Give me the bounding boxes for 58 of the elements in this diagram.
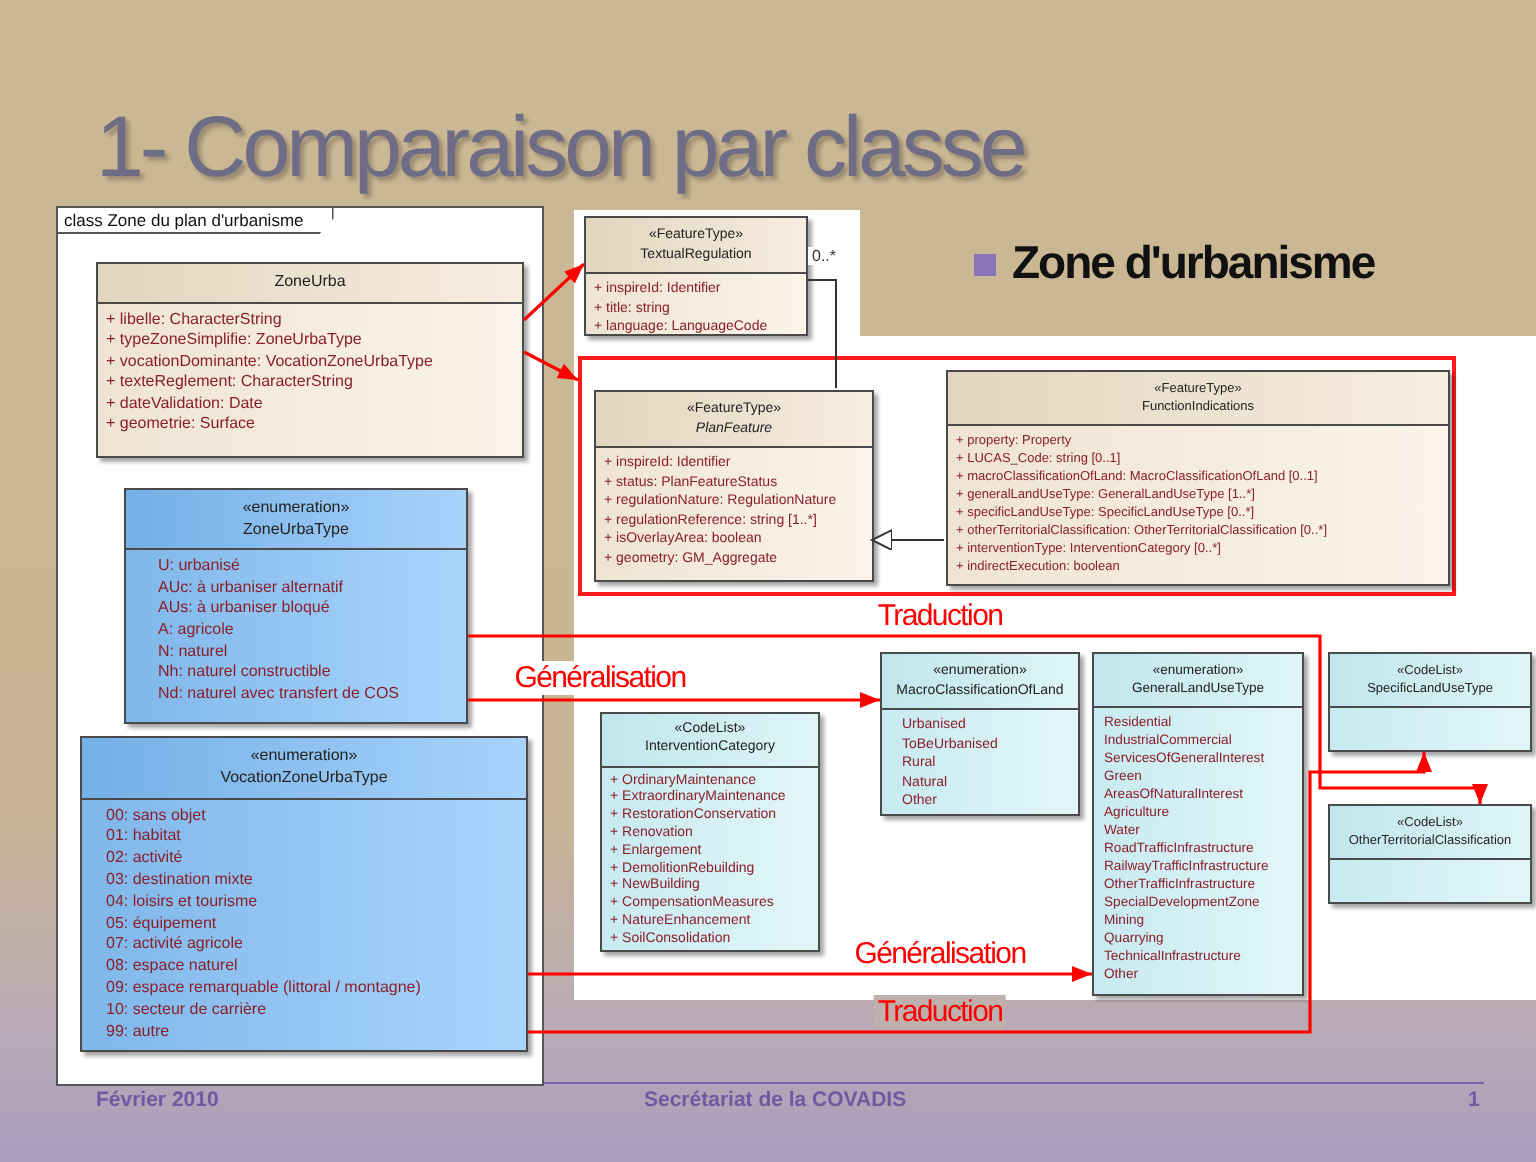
class-box [594, 390, 874, 582]
attribute-text: 09: espace remarquable (littoral / montagne) [106, 977, 423, 1000]
attribute-text: + dateValidation: Date [106, 393, 265, 414]
attribute-text: 00: sans objet [106, 805, 208, 827]
attribute-text: N: naturel [158, 641, 230, 663]
edge-label: 0..* [808, 247, 840, 265]
attribute-text: 03: destination mixte [106, 869, 255, 892]
attribute-text: U: urbanisé [158, 556, 242, 578]
attribute-text: 05: équipement [106, 913, 219, 935]
class-box [1092, 652, 1304, 996]
attribute-text: + libelle: CharacterString [106, 309, 284, 330]
attribute-text: + geometrie: Surface [106, 414, 257, 435]
attribute-text: 08: espace naturel [106, 956, 240, 978]
arrow [871, 529, 945, 551]
attribute-text: + vocationDominante: VocationZoneUrbaType [106, 351, 435, 372]
class-box [96, 262, 524, 458]
highlight-frame [578, 356, 1456, 596]
stereotype-label: «enumeration» [240, 498, 352, 520]
class-name: ZoneUrbaType [241, 519, 351, 541]
footer-text: 1 [1468, 1088, 1480, 1112]
stereotype-label: «enumeration» [248, 746, 360, 768]
class-box [1328, 652, 1532, 752]
attribute-text: 07: activité agricole [106, 934, 245, 957]
attribute-text: Nh: naturel constructible [158, 662, 333, 684]
class-box [124, 488, 468, 724]
connector-line [807, 279, 837, 389]
attribute-text: 10: secteur de carrière [106, 999, 269, 1022]
edge-label: Traduction [873, 995, 1007, 1029]
arrow [522, 262, 586, 322]
class-name: ZoneUrba [272, 272, 348, 293]
attribute-text: A: agricole [158, 619, 236, 642]
slide-title: 1- Comparaison par classe [96, 100, 1024, 198]
attribute-text: 01: habitat [106, 826, 183, 849]
attribute-text: + texteReglement: CharacterString [106, 372, 355, 393]
attribute-text: 04: loisirs et tourisme [106, 891, 260, 914]
class-name: VocationZoneUrbaType [218, 767, 390, 790]
attribute-text: AUs: à urbaniser bloqué [158, 598, 332, 620]
footer-text: Secrétariat de la COVADIS [644, 1088, 907, 1112]
arrow [528, 752, 1432, 1034]
class-box [600, 712, 820, 952]
section-heading: Zone d'urbanisme [1012, 236, 1375, 290]
attribute-text: + typeZoneSimplifie: ZoneUrbaType [106, 330, 364, 351]
arrow [523, 350, 579, 382]
class-box [1328, 804, 1532, 904]
attribute-text: Nd: naturel avec transfert de COS [158, 683, 401, 705]
attribute-text: AUc: à urbaniser alternatif [158, 577, 345, 599]
attribute-text: 99: autre [106, 1021, 172, 1043]
class-box [584, 216, 808, 336]
arrow [468, 634, 1488, 804]
class-box [80, 736, 528, 1052]
footer-text: Février 2010 [96, 1088, 219, 1112]
edge-label: Généralisation [510, 661, 690, 695]
class-box [946, 370, 1450, 586]
class-box [880, 652, 1080, 816]
arrow [468, 692, 880, 708]
frame-tab-label: class Zone du plan d'urbanisme [58, 208, 334, 234]
attribute-text: 02: activité [106, 848, 185, 870]
arrow [528, 966, 1092, 982]
